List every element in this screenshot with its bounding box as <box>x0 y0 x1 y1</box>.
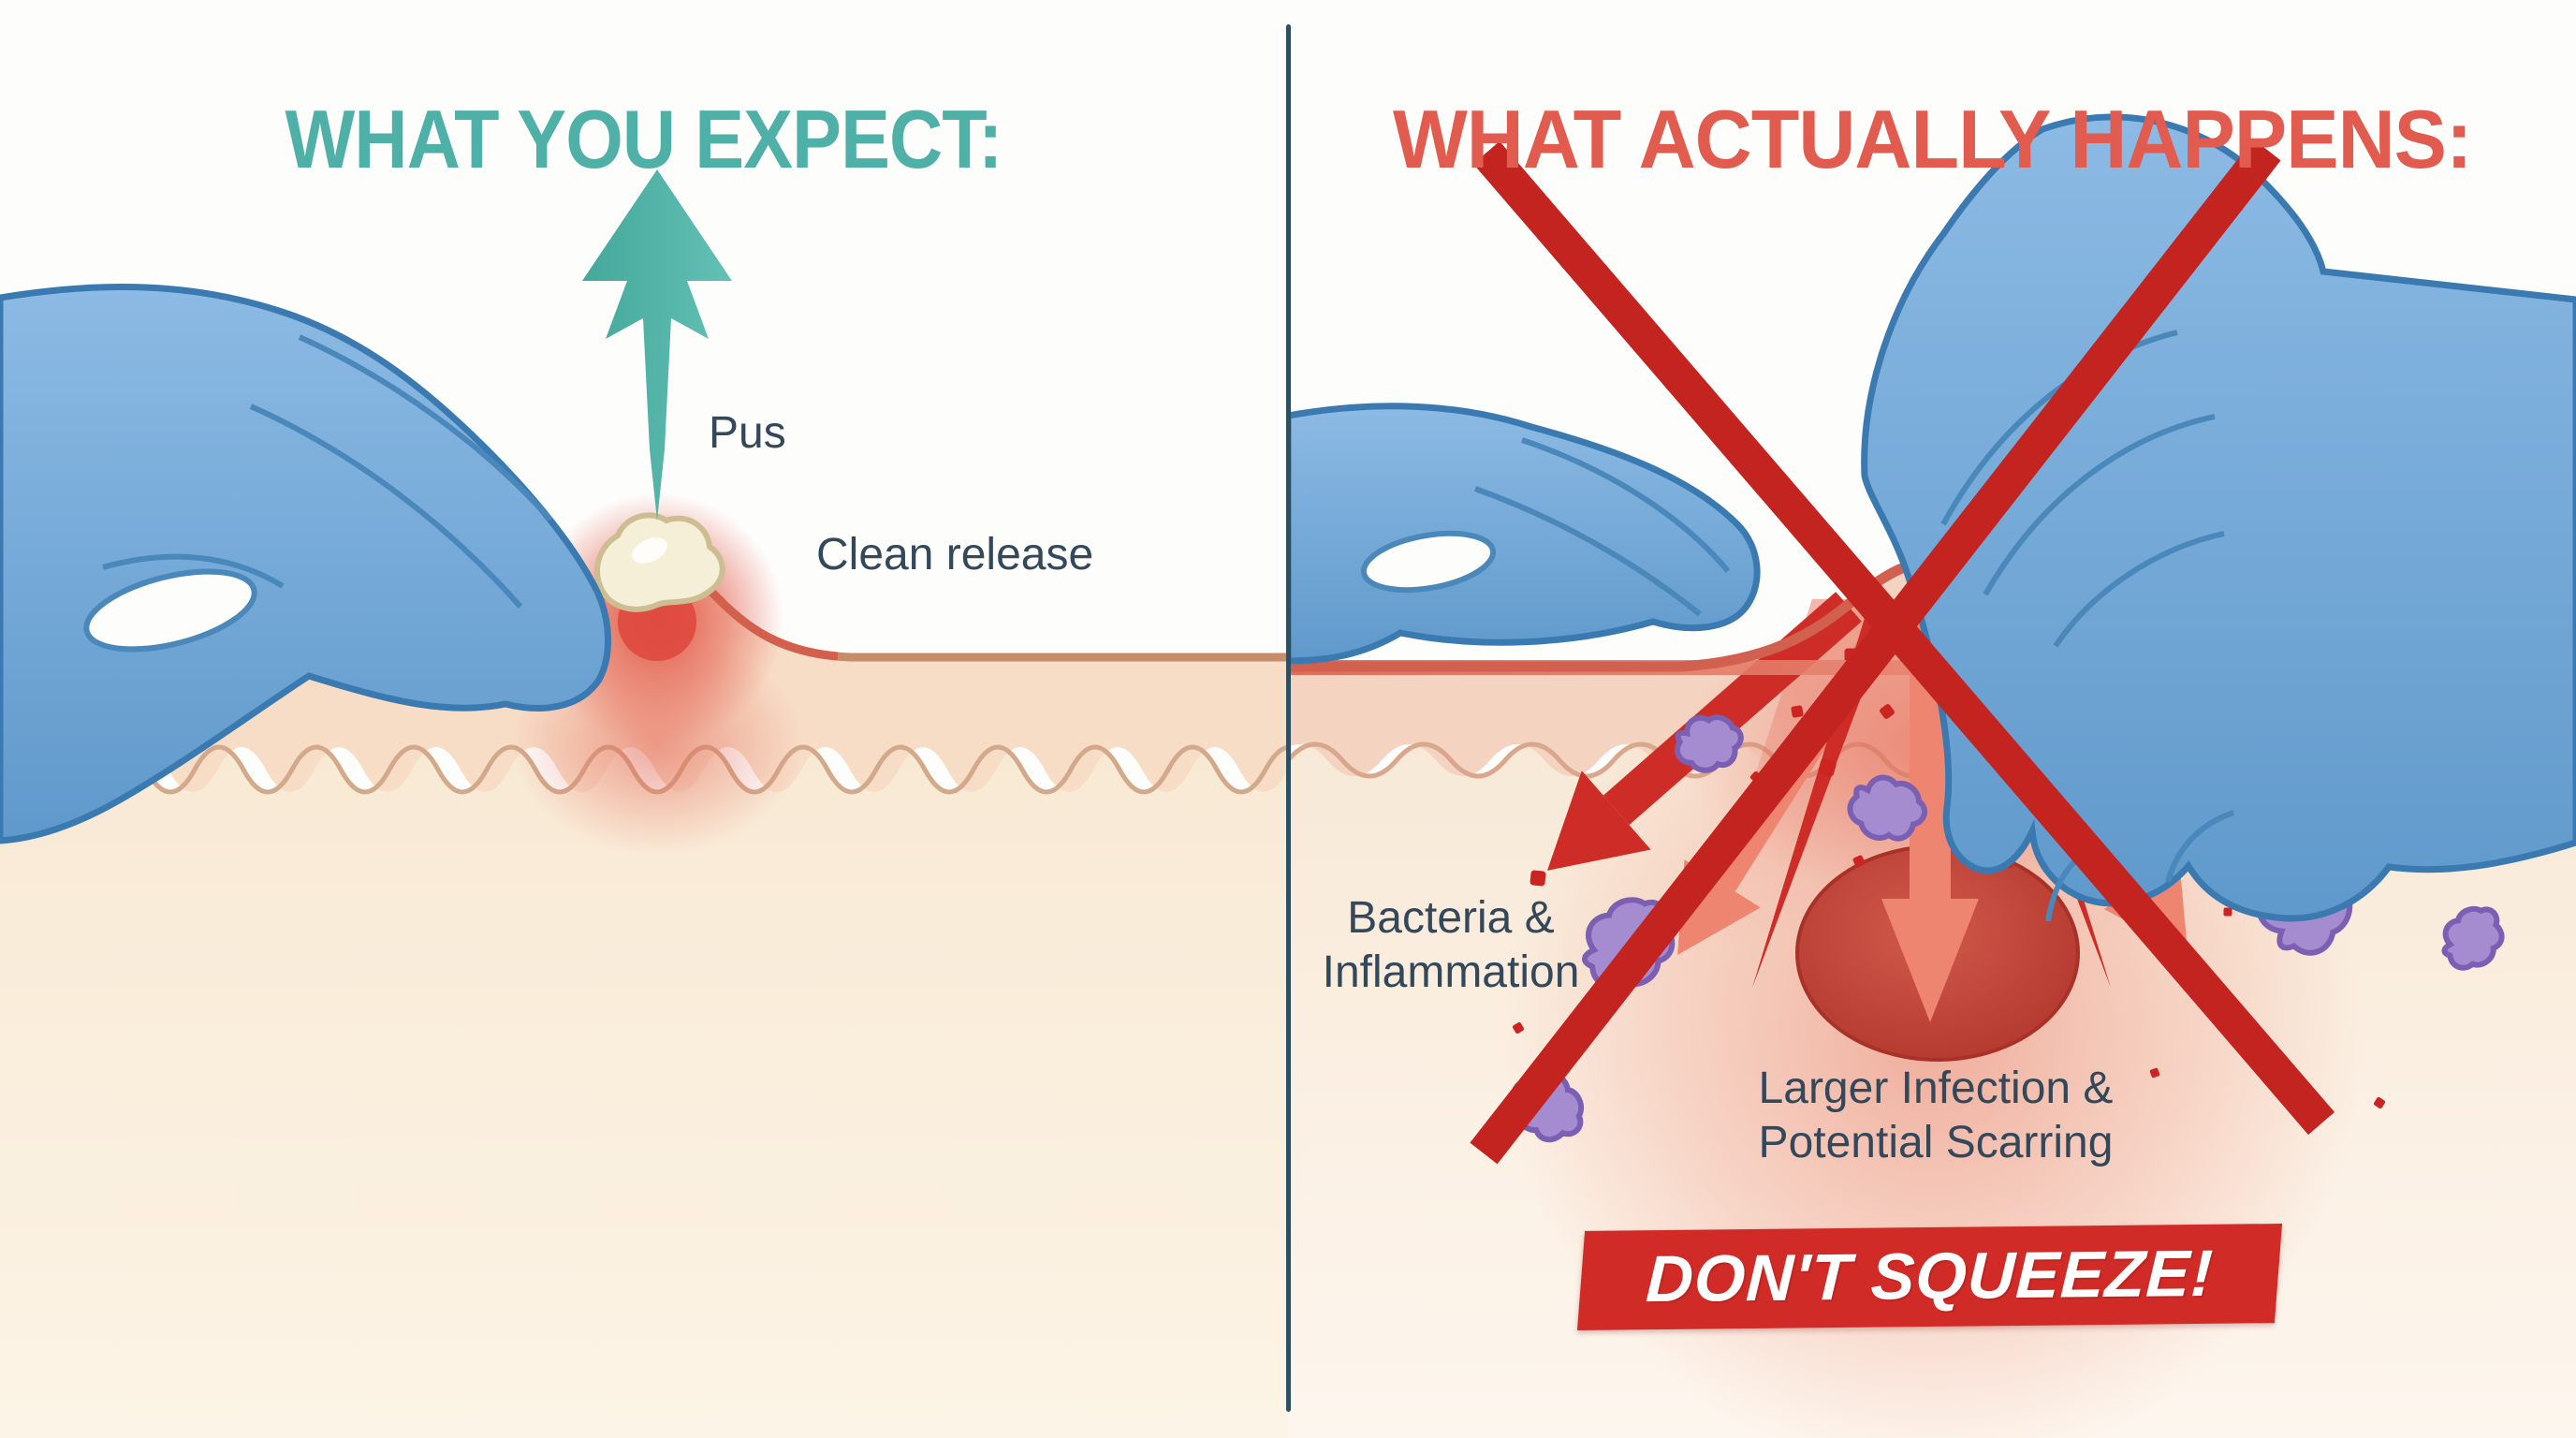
clean-release-label: Clean release <box>816 530 1094 580</box>
left-pus-blob <box>593 512 725 612</box>
right-panel-illustration <box>1288 113 2576 1438</box>
right-panel-left-hand <box>1288 403 1761 665</box>
left-hand-finger-gap <box>83 568 257 653</box>
dont-squeeze-banner-text: DON'T SQUEEZE! <box>1644 1236 2216 1316</box>
panel-divider <box>1286 24 1291 1412</box>
right-panel-left-hand-finger-gap <box>1360 530 1497 594</box>
dont-squeeze-banner: DON'T SQUEEZE! <box>1576 1224 2283 1330</box>
bacteria-label-line2: Inflammation <box>1322 947 1580 997</box>
left-gloved-hand <box>0 284 612 844</box>
infection-label-line1: Larger Infection & <box>1758 1064 2114 1113</box>
left-skin-dermis <box>0 747 1288 1438</box>
x-mark-icon <box>1470 139 2335 1165</box>
right-panel-title: WHAT ACTUALLY HAPPENS: <box>1392 93 2472 185</box>
pus-release-arrow-icon <box>582 169 732 521</box>
infection-label-line2: Potential Scarring <box>1758 1118 2114 1167</box>
bacteria-inflammation-label: Bacteria & Inflammation <box>1323 891 1580 1000</box>
left-panel-illustration <box>0 169 1288 1438</box>
larger-infection-label: Larger Infection & Potential Scarring <box>1759 1062 2114 1170</box>
bacteria-label-line1: Bacteria & <box>1347 893 1555 943</box>
pus-label: Pus <box>709 408 786 458</box>
left-panel-title: WHAT YOU EXPECT: <box>285 93 1003 185</box>
